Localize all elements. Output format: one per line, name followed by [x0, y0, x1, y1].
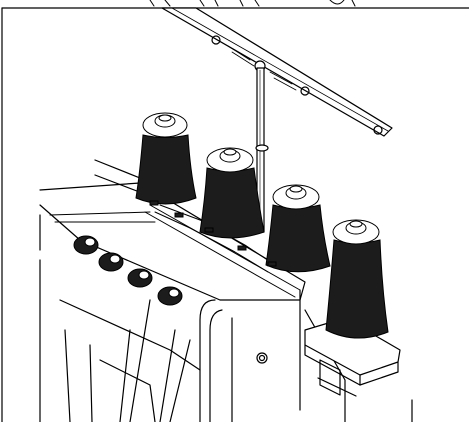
tension-knob-1 — [73, 235, 99, 255]
head-stripes — [49, 204, 301, 298]
thread-guide-bar — [161, 7, 393, 137]
thread-cone-3 — [265, 184, 331, 273]
thread-cone-1 — [135, 112, 197, 205]
cropped-caption-artifacts — [149, 0, 356, 7]
tension-knob-3 — [127, 268, 153, 288]
support-pole — [255, 67, 269, 233]
tension-knob-2 — [98, 252, 124, 272]
thread-cone-2 — [199, 147, 265, 239]
thread-cone-4 — [325, 219, 389, 339]
thread-guide-tabs — [149, 200, 277, 267]
spool-stand-base — [304, 317, 401, 386]
tension-knob-4 — [157, 286, 183, 306]
